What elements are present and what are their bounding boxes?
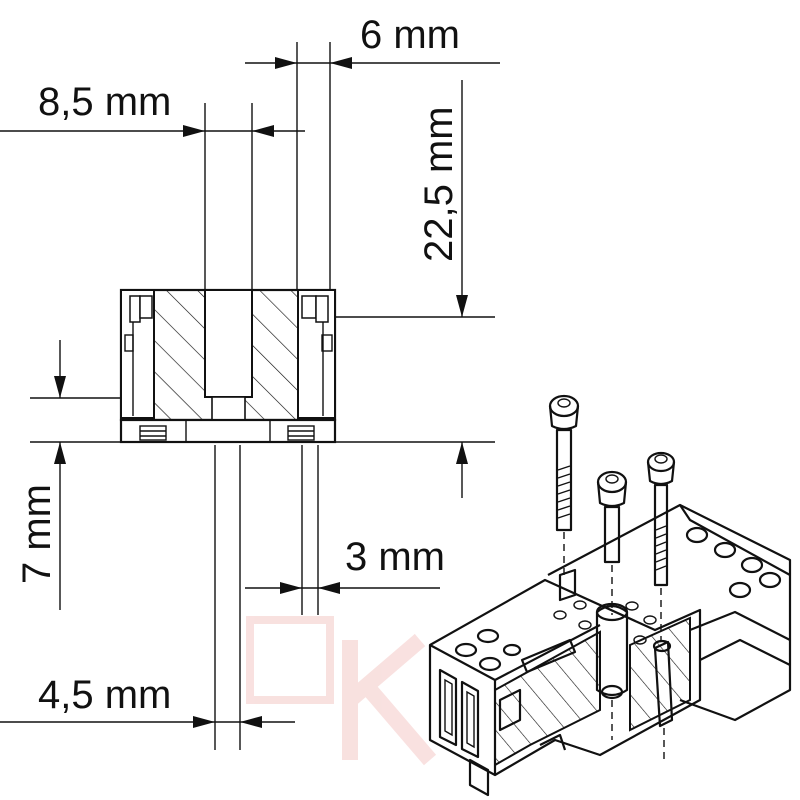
section-view: 6 mm 8,5 mm 22,5 mm 7 mm 3 mm 4,5 mm <box>0 13 500 750</box>
screw-short-center <box>596 470 628 615</box>
block-section <box>119 288 337 444</box>
dimension-width-top: 6 mm <box>360 13 460 57</box>
screw-long-left <box>548 394 580 580</box>
dimension-height-lower: 7 mm <box>15 484 59 584</box>
dimension-height-total: 22,5 mm <box>417 106 461 262</box>
watermark-logo <box>246 616 437 766</box>
dimension-width-upper: 8,5 mm <box>38 80 171 124</box>
isometric-view <box>428 394 792 797</box>
dimension-width-bottom: 4,5 mm <box>38 673 171 717</box>
block-back <box>547 503 792 722</box>
cut-face <box>494 568 691 767</box>
screw-long-right <box>646 451 676 640</box>
dimension-arrows <box>54 57 468 728</box>
dimension-gap: 3 mm <box>345 535 445 579</box>
